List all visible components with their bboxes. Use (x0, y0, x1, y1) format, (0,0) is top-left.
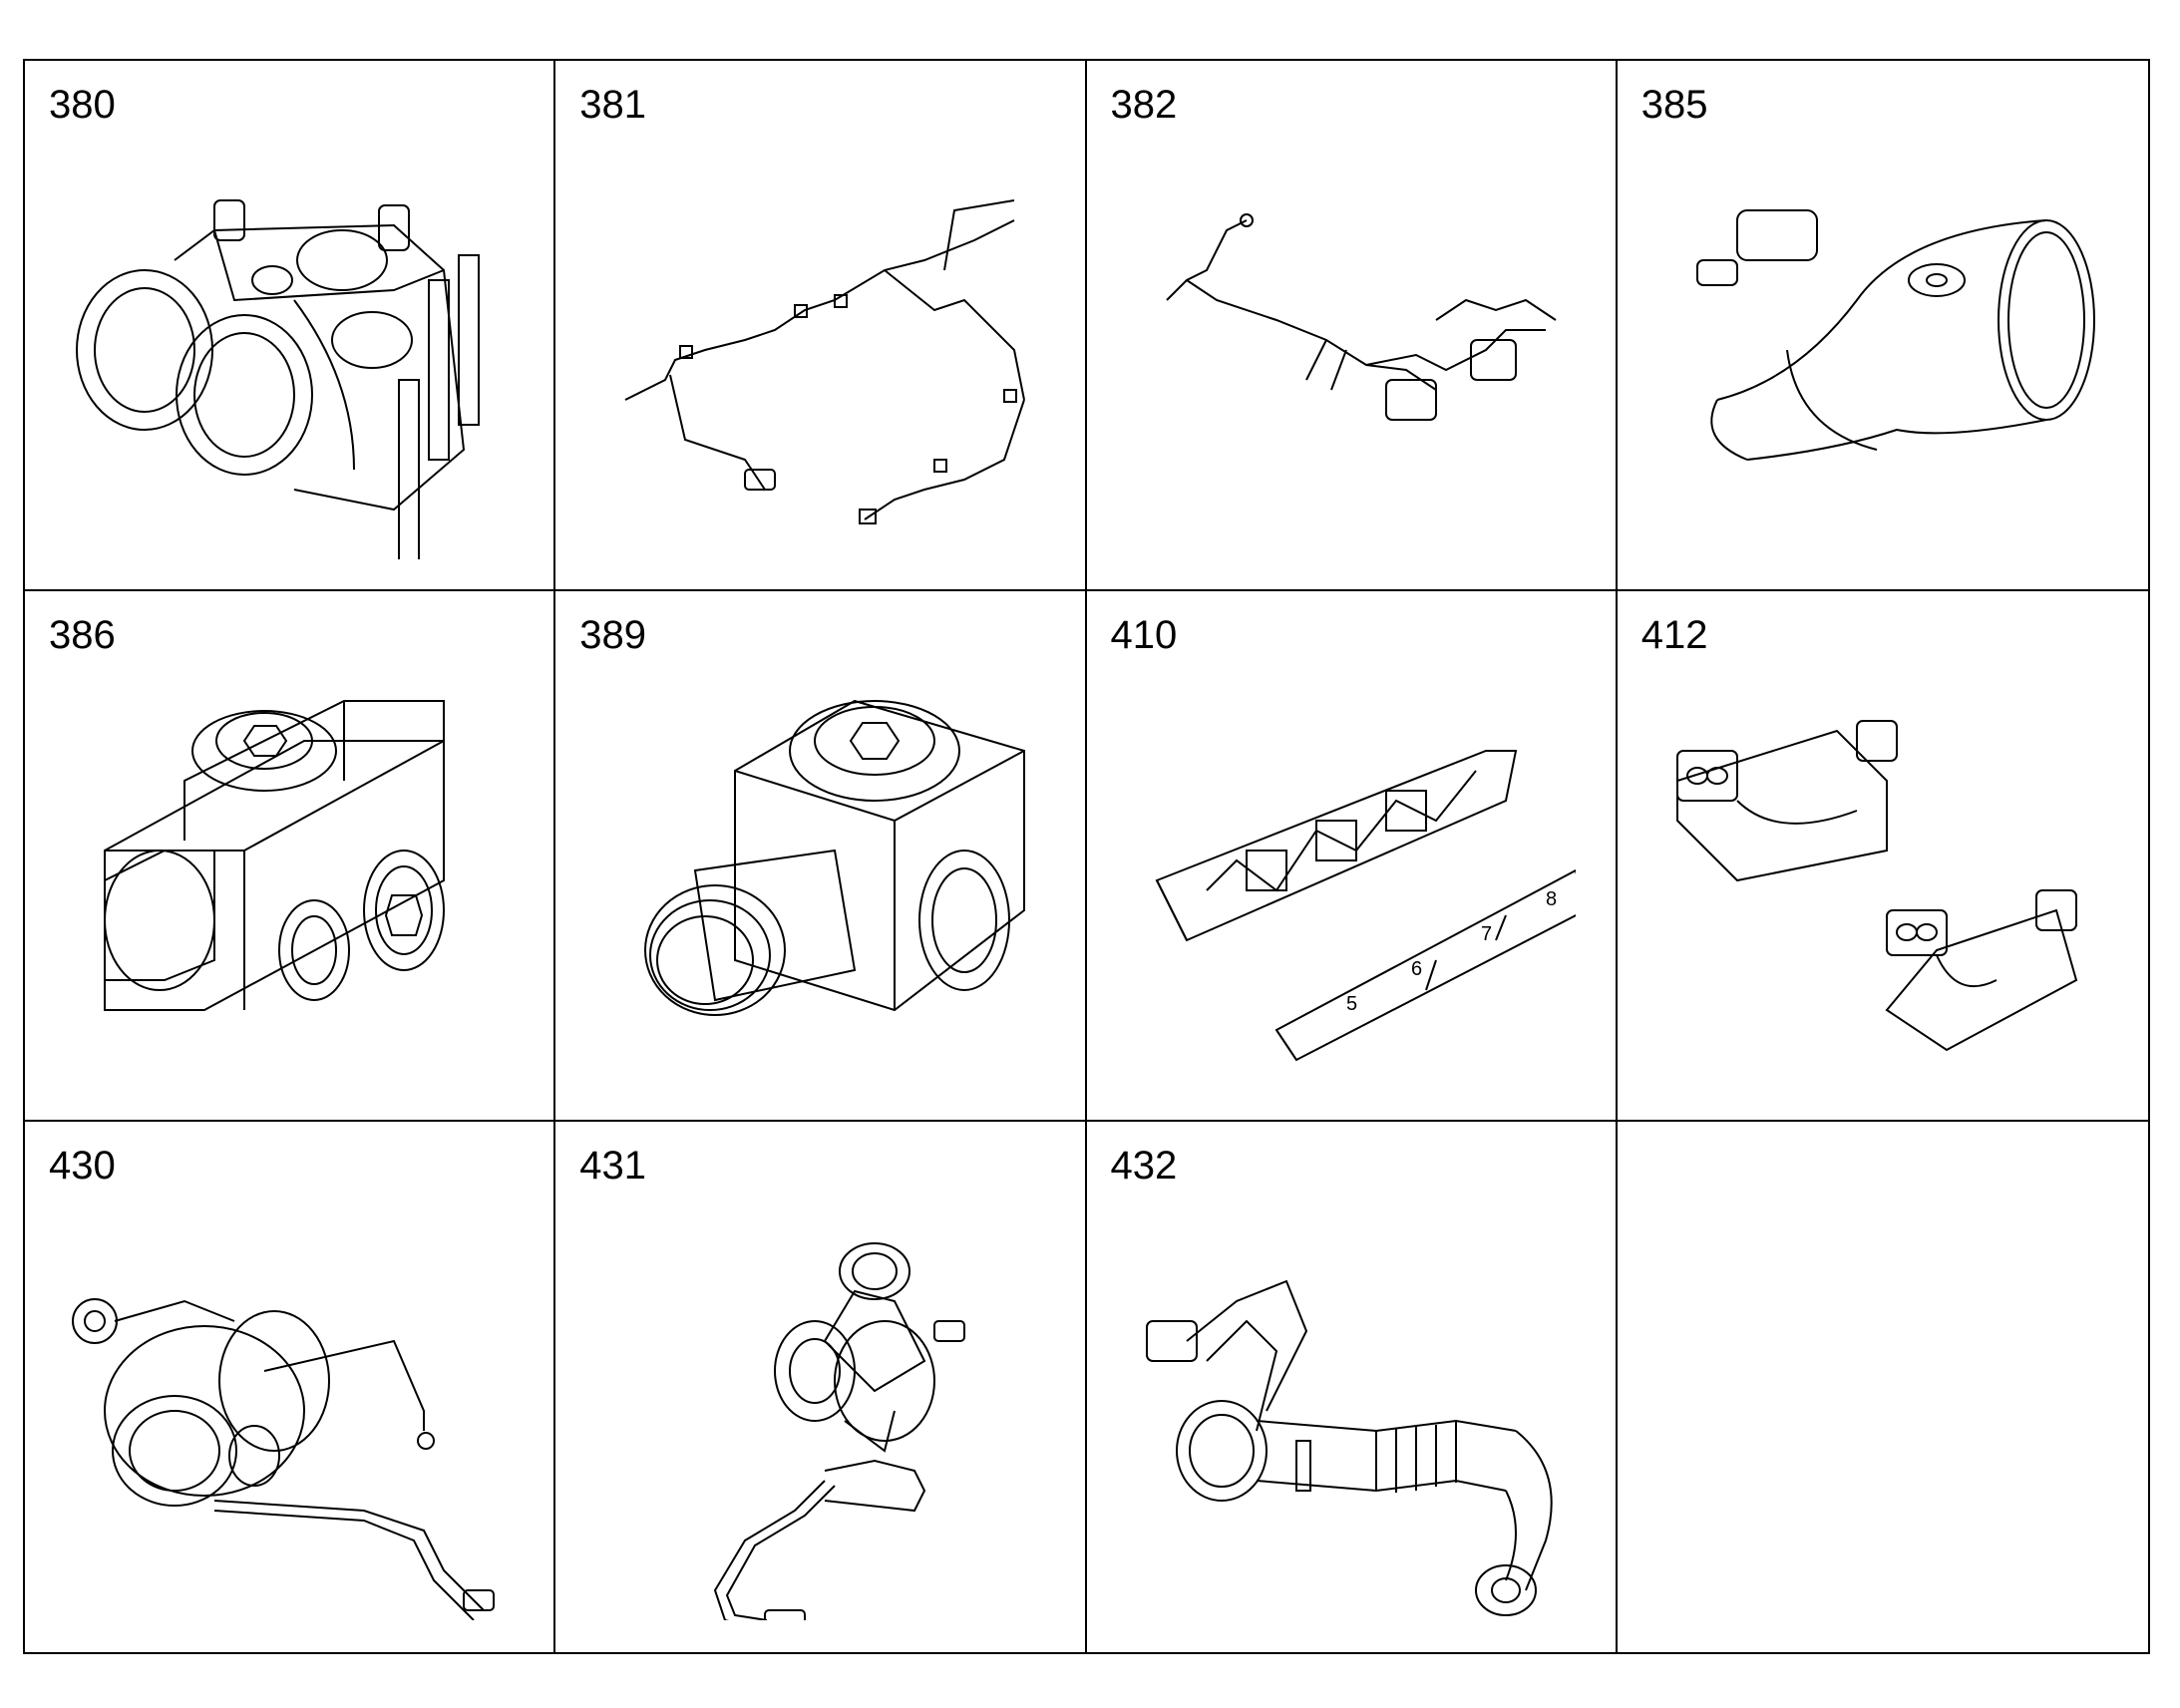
part-cell-431[interactable]: 431 (555, 1122, 1087, 1652)
part-cell-432[interactable]: 432 (1087, 1122, 1618, 1652)
exhaust-pipe-assembly-icon (1127, 1211, 1576, 1620)
exhaust-manifold-icon (1657, 681, 2106, 1090)
part-number: 380 (49, 83, 116, 127)
turbocharger-line-icon (595, 1211, 1044, 1620)
part-cell-382[interactable]: 382 (1086, 61, 1618, 591)
svg-text:6: 6 (1411, 958, 1422, 980)
svg-text:8: 8 (1546, 888, 1557, 910)
parts-grid: 380 381 (23, 59, 2150, 1654)
part-cell-412[interactable]: 412 (1617, 591, 2148, 1122)
valve-block-icon (65, 681, 514, 1090)
part-cell-380[interactable]: 380 (25, 61, 556, 591)
part-cell-389[interactable]: 389 (555, 591, 1087, 1122)
part-cell-410[interactable]: 410 5 6 7 8 (1086, 591, 1618, 1122)
part-number: 431 (579, 1144, 646, 1188)
part-cell-386[interactable]: 386 (25, 591, 556, 1122)
part-number: 382 (1110, 83, 1178, 127)
wiring-harness-icon (595, 151, 1044, 559)
part-number: 386 (49, 613, 116, 657)
part-cell-385[interactable]: 385 (1617, 61, 2148, 591)
part-cell-430[interactable]: 430 (25, 1122, 556, 1652)
part-number: 410 (1110, 613, 1178, 657)
part-number: 381 (579, 83, 646, 127)
turbocharger-icon (65, 1211, 514, 1620)
fitting-block-icon (595, 681, 1044, 1090)
part-number: 412 (1640, 613, 1708, 657)
thermostat-housing-icon (65, 151, 514, 559)
part-number: 385 (1640, 83, 1708, 127)
svg-text:5: 5 (1346, 993, 1357, 1015)
part-cell-381[interactable]: 381 (555, 61, 1087, 591)
part-number: 389 (579, 613, 646, 657)
part-number: 430 (49, 1144, 116, 1188)
sensor-harness-icon (1127, 151, 1576, 559)
svg-text:7: 7 (1481, 923, 1492, 945)
heat-shield-icon: 5 6 7 8 (1127, 681, 1576, 1090)
part-number: 432 (1110, 1144, 1178, 1188)
elbow-pipe-icon (1657, 151, 2106, 559)
empty-cell (1618, 1122, 2148, 1652)
